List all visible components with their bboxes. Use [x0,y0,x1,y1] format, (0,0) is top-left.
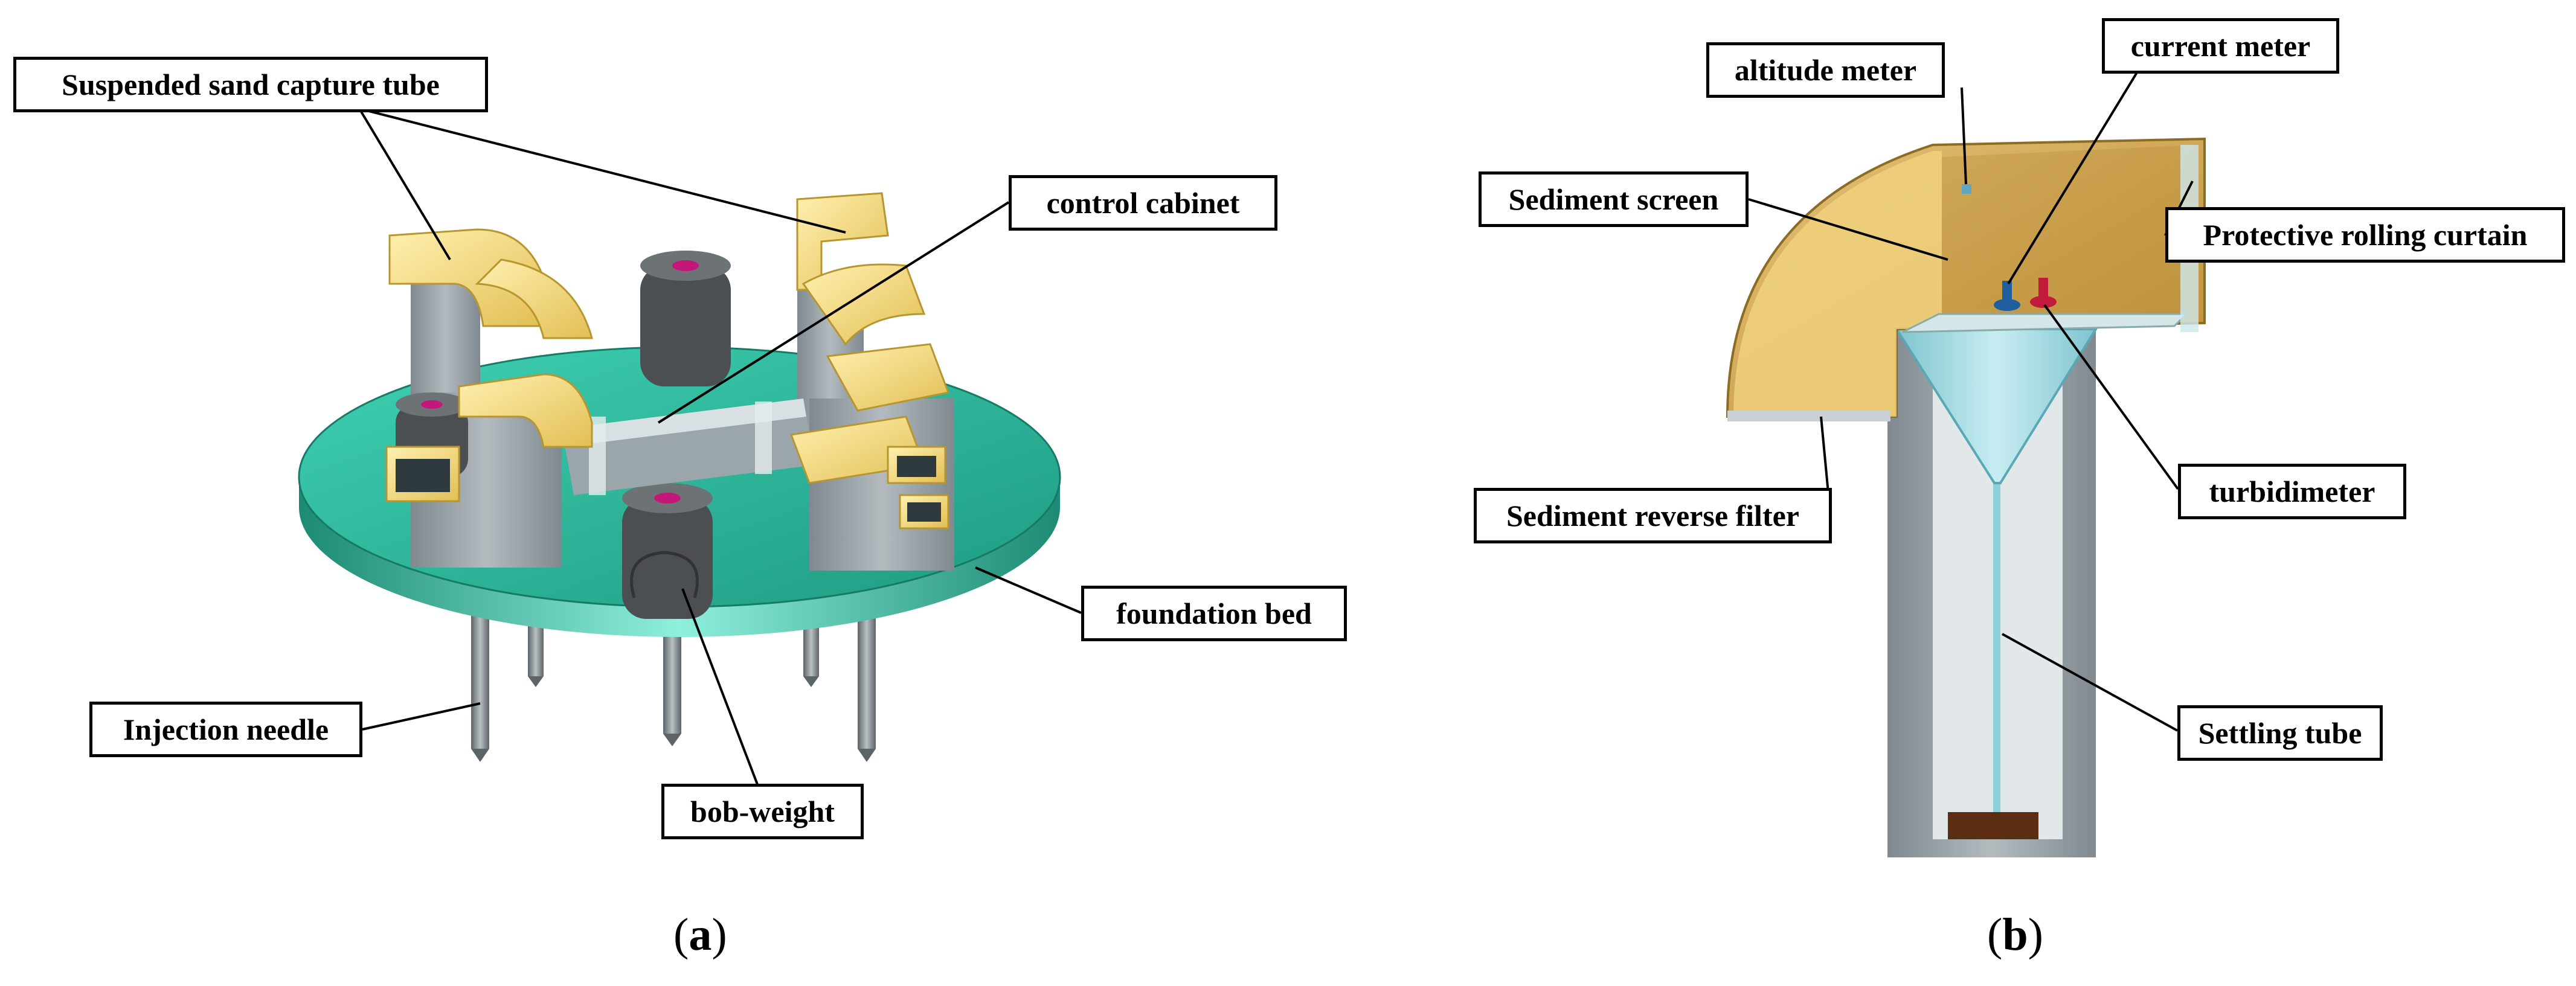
bob-weights [396,251,731,619]
label-reverse-filter: Sediment reverse filter [1474,488,1832,543]
capture-tubes [385,192,950,530]
label-sediment-screen: Sediment screen [1479,171,1749,227]
label-capture-tube: Suspended sand capture tube [13,57,488,112]
label-control-cabinet: control cabinet [1009,175,1277,231]
label-current-meter: current meter [2102,18,2339,74]
panel-a-letter: a [689,909,712,960]
label-settling-tube: Settling tube [2177,705,2383,761]
panel-b-letter: b [2002,909,2028,960]
panel-a-art [298,107,1082,798]
label-bob-weight: bob-weight [661,784,864,839]
panel-b-art [1726,66,2206,857]
label-altitude-meter: altitude meter [1706,42,1945,98]
label-foundation-bed: foundation bed [1081,586,1347,641]
label-turbidimeter: turbidimeter [2178,464,2406,519]
instruments [1962,184,2057,311]
panel-a-caption: (a) [673,909,727,960]
panel-b-caption: (b) [1987,909,2043,960]
label-injection-needle: Injection needle [89,702,362,757]
housing [1726,137,2206,421]
leaders-a [358,107,1082,798]
label-protective-curtain: Protective rolling curtain [2165,207,2565,263]
control-cabinet [562,399,815,495]
